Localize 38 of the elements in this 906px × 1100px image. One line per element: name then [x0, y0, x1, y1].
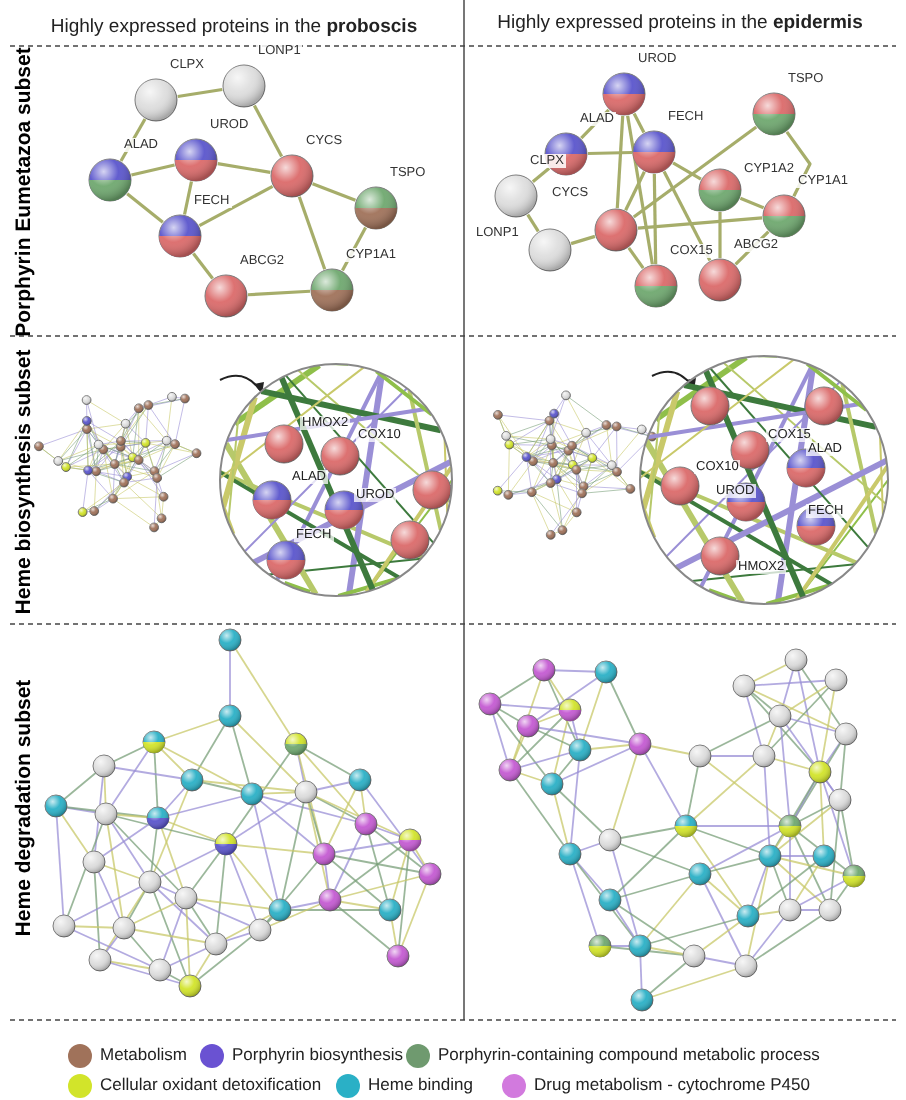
interaction-line — [624, 171, 646, 211]
interaction-line — [587, 150, 633, 156]
row-label: Heme degradation subset — [12, 677, 36, 941]
interaction-line — [632, 112, 646, 134]
interaction-line — [615, 115, 625, 209]
column-heading: Highly expressed proteins in the epidermis — [495, 12, 865, 34]
interaction-line — [182, 181, 194, 215]
interaction-line — [672, 161, 702, 181]
legend-label: Porphyrin-containing compound metabolic process — [438, 1044, 820, 1064]
interaction-line — [570, 234, 596, 246]
interaction-line — [217, 162, 271, 174]
interaction-line — [126, 192, 164, 224]
interaction-line — [652, 173, 658, 265]
legend-label: Metabolism — [100, 1044, 187, 1064]
interaction-line — [626, 115, 654, 265]
interaction-line — [247, 289, 311, 297]
legend-label: Cellular oxidant detoxification — [100, 1074, 322, 1094]
interaction-line — [662, 170, 712, 262]
interaction-line — [637, 216, 763, 230]
interaction-line — [198, 184, 274, 228]
interaction-line — [632, 125, 758, 219]
interaction-line — [739, 196, 765, 210]
legend-label: Porphyrin biosynthesis — [232, 1044, 404, 1064]
interaction-line — [119, 118, 147, 162]
interaction-line — [627, 246, 645, 270]
interaction-line — [531, 166, 551, 184]
interaction-line — [192, 252, 214, 280]
column-heading: Highly expressed proteins in the proboscis — [48, 16, 420, 38]
interaction-line — [177, 87, 223, 99]
legend-label: Heme binding — [368, 1074, 473, 1094]
interaction-line — [297, 196, 327, 270]
row-label: Porphyrin Eumetazoa subset — [12, 45, 36, 341]
interaction-line — [252, 104, 284, 158]
interaction-line — [718, 212, 722, 258]
interaction-line — [526, 213, 540, 233]
interaction-line — [312, 182, 356, 202]
legend-label: Drug metabolism - cytochrome P450 — [534, 1074, 810, 1094]
interaction-line — [131, 163, 175, 177]
